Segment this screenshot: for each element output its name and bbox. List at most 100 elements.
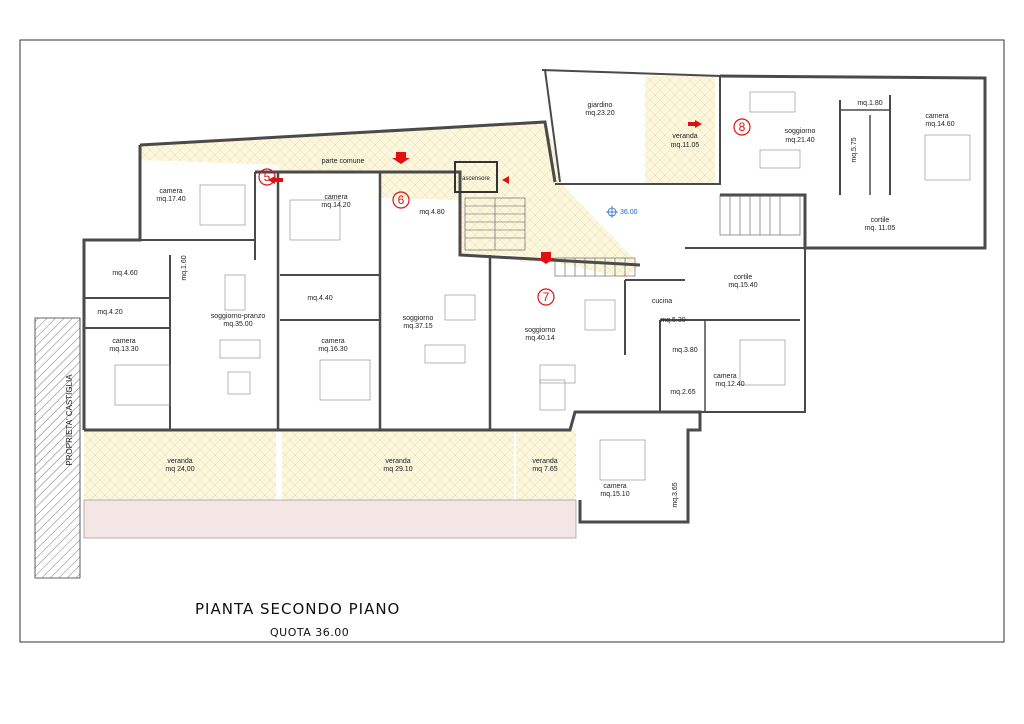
unit-marker-8: 8 [733, 118, 751, 136]
veranda-south-2 [282, 430, 514, 500]
svg-text:soggiorno: soggiorno [525, 327, 556, 334]
arrow-icon [268, 176, 283, 184]
room-cucina-530: cucina mq.5.30 [652, 298, 686, 324]
room-soggiorno-2140: soggiorno mq.21.40 [785, 128, 816, 144]
svg-text:soggiorno: soggiorno [403, 315, 434, 322]
arrow-icon [537, 252, 555, 264]
svg-text:mq.4.80: mq.4.80 [419, 209, 444, 216]
svg-text:mq.1.60: mq.1.60 [181, 255, 188, 280]
svg-text:mq.13.30: mq.13.30 [109, 346, 138, 353]
page-subtitle: QUOTA 36.00 [270, 626, 349, 639]
svg-text:5: 5 [264, 170, 271, 184]
unit-marker-7: 7 [537, 288, 555, 306]
room-bagno-480: mq.4.80 [419, 209, 444, 216]
svg-text:soggiorno: soggiorno [785, 128, 816, 135]
svg-text:camera: camera [112, 338, 135, 345]
unit-marker-5: 5 [258, 168, 276, 186]
svg-text:mq.4.60: mq.4.60 [112, 270, 137, 277]
common-area [140, 122, 640, 278]
svg-text:mq.35.00: mq.35.00 [223, 321, 252, 328]
svg-text:mq 24,00: mq 24,00 [165, 466, 194, 473]
balcony-strip [83, 499, 577, 539]
entrance-arrows [268, 120, 702, 264]
svg-text:parte comune: parte comune [322, 158, 365, 165]
svg-text:mq 7.65: mq 7.65 [532, 466, 557, 473]
svg-text:mq.16.30: mq.16.30 [318, 346, 347, 353]
svg-text:7: 7 [543, 290, 550, 304]
svg-text:mq.2.65: mq.2.65 [670, 389, 695, 396]
svg-text:ascensore: ascensore [462, 176, 490, 182]
svg-text:mq.37.15: mq.37.15 [403, 323, 432, 330]
side-label: PROPRIETA' CASTIGLIA [65, 374, 74, 466]
svg-text:mq.23.20: mq.23.20 [585, 110, 614, 117]
room-ascensore: ascensore [462, 176, 490, 182]
arrow-icon [688, 120, 702, 128]
unit-marker-6: 6 [392, 191, 410, 209]
drawing-frame [19, 39, 1005, 643]
svg-text:camera: camera [603, 483, 626, 490]
svg-text:mq.4.20: mq.4.20 [97, 309, 122, 316]
svg-text:mq.21.40: mq.21.40 [785, 137, 814, 144]
outdoor-areas [83, 76, 715, 539]
svg-text:mq.17.40: mq.17.40 [156, 196, 185, 203]
lift-shaft [454, 161, 498, 193]
svg-text:veranda: veranda [167, 458, 192, 465]
svg-text:giardino: giardino [588, 102, 613, 109]
svg-text:mq.3.80: mq.3.80 [672, 347, 697, 354]
svg-text:mq.12.40: mq.12.40 [715, 381, 744, 388]
room-bagno-160: mq.1.60 [181, 255, 188, 280]
svg-text:mq.14.20: mq.14.20 [321, 202, 350, 209]
svg-text:mq.5.30: mq.5.30 [660, 317, 685, 324]
room-bagno-575: mq.5.75 [851, 137, 858, 162]
room-bagno-420: mq.4.20 [97, 309, 122, 316]
svg-text:36.00: 36.00 [620, 209, 638, 216]
svg-text:mq.5.75: mq.5.75 [851, 137, 858, 162]
unit-markers: 5 6 7 8 [258, 118, 751, 306]
stairs [464, 194, 801, 277]
svg-text:mq. 11.05: mq. 11.05 [865, 225, 896, 232]
page-title: PIANTA SECONDO PIANO [195, 600, 400, 618]
svg-text:mq.40.14: mq.40.14 [525, 335, 554, 342]
svg-text:mq.1.80: mq.1.80 [857, 100, 882, 107]
veranda-south-1 [84, 430, 276, 500]
room-veranda-1105: veranda mq.11.05 [671, 133, 700, 149]
svg-text:mq.15.40: mq.15.40 [728, 282, 757, 289]
svg-text:6: 6 [398, 193, 405, 207]
arrow-icon [392, 152, 410, 164]
svg-text:camera: camera [925, 113, 948, 120]
svg-text:cortile: cortile [871, 217, 890, 224]
veranda-south-3 [516, 430, 576, 500]
furniture [114, 91, 971, 481]
room-bagno-380: mq.3.80 [672, 347, 697, 354]
svg-text:veranda: veranda [672, 133, 697, 140]
walls [82, 69, 987, 524]
svg-text:mq.11.05: mq.11.05 [671, 142, 700, 149]
svg-text:mq.3.65: mq.3.65 [672, 482, 679, 507]
level-mark: 36.00 [606, 206, 638, 218]
svg-text:camera: camera [324, 194, 347, 201]
neighbour-property: PROPRIETA' CASTIGLIA [34, 317, 81, 579]
room-bagno-365: mq.3.65 [672, 482, 679, 507]
svg-text:mq.4.40: mq.4.40 [307, 295, 332, 302]
svg-text:veranda: veranda [385, 458, 410, 465]
veranda-east [645, 76, 715, 184]
room-parte-comune: parte comune [322, 158, 365, 165]
arrow-icon [502, 176, 509, 184]
room-bagno-265: mq.2.65 [670, 389, 695, 396]
svg-text:cucina: cucina [652, 298, 672, 305]
